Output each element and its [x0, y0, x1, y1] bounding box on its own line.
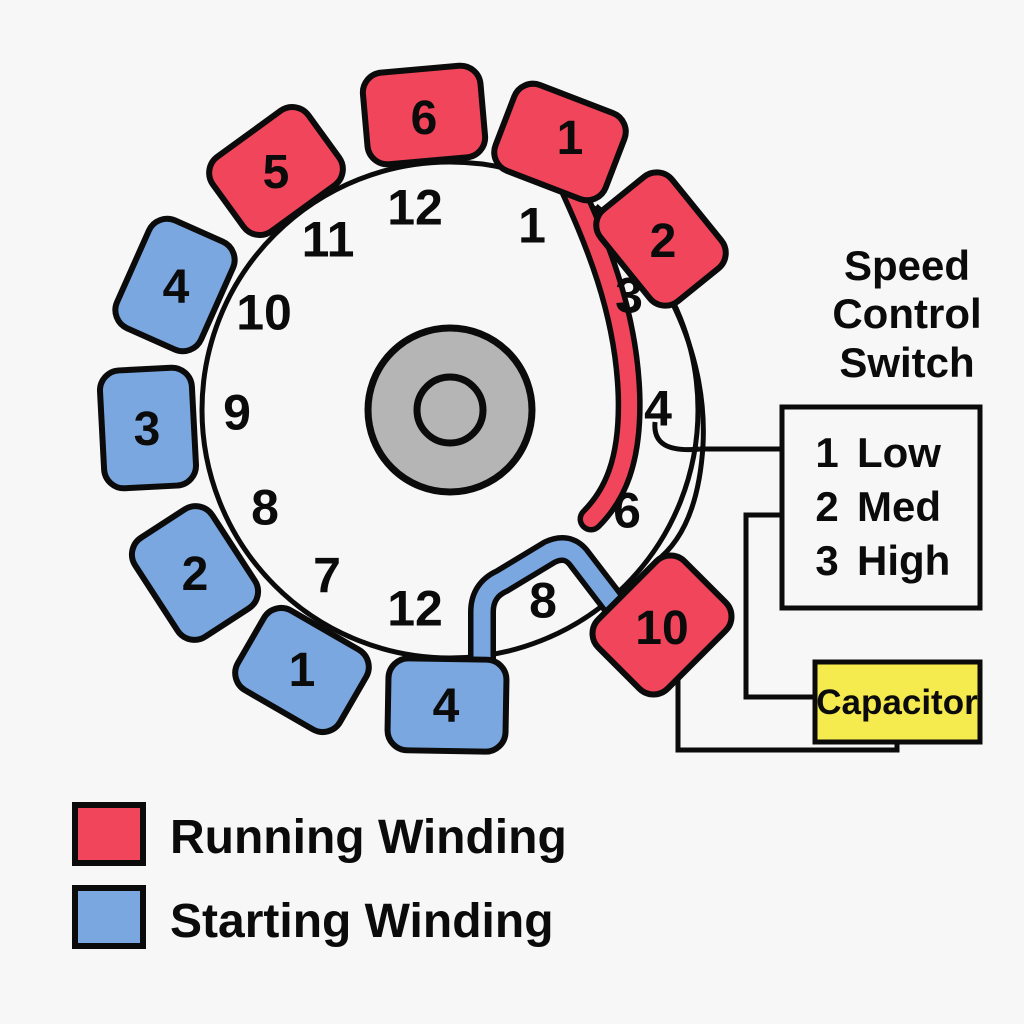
pole-starting-4b: [384, 655, 510, 755]
pole-shape: [232, 604, 372, 736]
pole-starting-4t: [112, 215, 238, 355]
switch-option-number: 3: [815, 537, 838, 584]
slot-number: 7: [313, 548, 341, 604]
switch-title-line3: Switch: [839, 339, 974, 386]
slot-number: 3: [615, 268, 643, 324]
pole-shape: [593, 169, 729, 309]
pole-starting-3: [96, 364, 200, 492]
pole-running-10: [589, 552, 735, 698]
pole-starting-1: [232, 604, 372, 736]
slot-number: 8: [251, 480, 279, 536]
legend-swatch-starting: [72, 885, 146, 949]
pole-label: 1: [289, 644, 316, 697]
slot-number: 12: [387, 581, 443, 637]
pole-running-5: [206, 104, 346, 238]
legend-swatch-running: [72, 802, 146, 866]
switch-option-label: Low: [857, 429, 941, 476]
pole-label: 2: [650, 215, 677, 268]
running-winding-wire: [558, 167, 638, 527]
slot-number: 4: [644, 381, 672, 437]
pole-running-1: [491, 80, 629, 204]
slot-number: 6: [613, 483, 641, 539]
speed-control-switch-box: [779, 404, 983, 611]
pole-label: 5: [263, 146, 290, 199]
slot-number: 11: [302, 212, 355, 268]
switch-option-number: 2: [815, 483, 838, 530]
wire-pole10-to-capacitor: [675, 640, 900, 753]
pole-label: 2: [182, 548, 209, 601]
capacitor-label: Capacitor: [816, 683, 978, 722]
slot-number: 10: [236, 285, 292, 341]
wire-switch-to-capacitor: [743, 512, 815, 700]
pole-shape: [491, 80, 629, 204]
slot-number: 9: [223, 385, 251, 441]
pole-label: 3: [134, 403, 161, 456]
slot-number: 1: [518, 198, 546, 254]
slot-number: 8: [529, 573, 557, 629]
pole-label: 4: [163, 261, 190, 314]
pole-shape: [384, 655, 510, 755]
pole-label: 6: [411, 92, 438, 145]
pole-label: 10: [635, 602, 688, 655]
pole-running-2: [593, 169, 729, 309]
pole-shape: [589, 552, 735, 698]
starting-winding-wire: [473, 540, 623, 691]
wire-tap4-hook: [652, 421, 701, 453]
pole-shape: [206, 104, 346, 238]
capacitor-box: [812, 659, 983, 745]
switch-title-line1: Speed: [844, 242, 970, 289]
rotor-shaft: [413, 373, 487, 447]
pole-label: 4: [433, 680, 460, 733]
pole-running-6: [359, 62, 489, 168]
pole-shape: [359, 62, 489, 168]
switch-option-label: High: [857, 537, 950, 584]
switch-option-number: 1: [815, 429, 838, 476]
pole-shape: [128, 503, 262, 643]
pole-shape: [96, 364, 200, 492]
legend-label-running: Running Winding: [170, 811, 567, 864]
pole-shape: [112, 215, 238, 355]
pole-label: 1: [557, 112, 584, 165]
switch-title-line2: Control: [832, 290, 981, 337]
pole-starting-2: [128, 503, 262, 643]
switch-option-label: Med: [857, 483, 941, 530]
slot-number: 12: [387, 180, 443, 236]
legend-label-starting: Starting Winding: [170, 895, 554, 948]
